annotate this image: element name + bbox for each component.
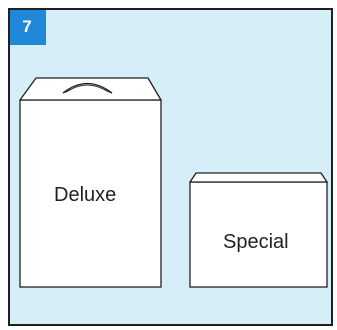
special-box <box>189 172 328 288</box>
exercise-number-badge: 7 <box>10 10 46 45</box>
deluxe-box <box>19 77 162 288</box>
special-label: Special <box>223 231 289 253</box>
deluxe-label: Deluxe <box>54 184 117 206</box>
box-handle-icon <box>62 82 113 94</box>
